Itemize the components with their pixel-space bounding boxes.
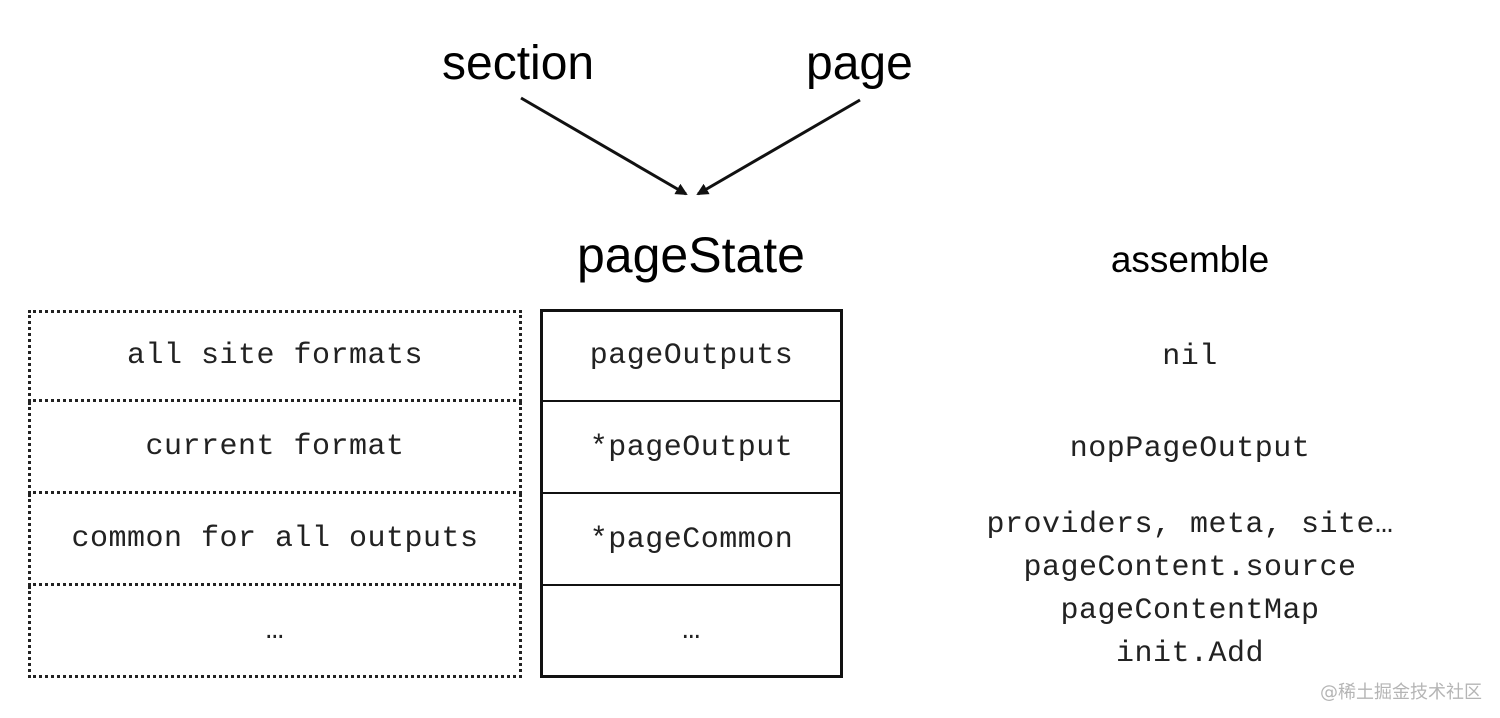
assemble-line: providers, meta, site… xyxy=(986,508,1394,542)
pagestate-struct-box: pageOutputs *pageOutput *pageCommon … xyxy=(540,309,843,678)
section-label: section xyxy=(442,37,595,90)
assemble-value-common-list: providers, meta, site… pageContent.sourc… xyxy=(940,504,1440,676)
assemble-line: pageContent.source xyxy=(1023,551,1357,585)
field-ellipsis: … xyxy=(682,613,701,648)
assemble-line: init.Add xyxy=(1115,637,1265,671)
pagestate-title: pageState xyxy=(577,227,805,283)
assemble-value-nil: nil xyxy=(1162,340,1218,374)
left-cell-ellipsis: … xyxy=(28,586,522,678)
left-cell-current-format: current format xyxy=(28,402,522,494)
assemble-value-nop-page-output: nopPageOutput xyxy=(1069,432,1311,466)
format-scope-column: all site formats current format common f… xyxy=(28,310,522,678)
page-label: page xyxy=(806,37,913,90)
left-cell-common-outputs: common for all outputs xyxy=(28,494,522,586)
left-cell-all-site-formats: all site formats xyxy=(28,310,522,402)
watermark-text: @稀土掘金技术社区 xyxy=(1320,682,1482,703)
field-page-common: *pageCommon xyxy=(543,496,840,586)
field-page-outputs: pageOutputs xyxy=(543,312,840,402)
section-to-pagestate-arrow xyxy=(520,96,688,196)
assemble-line: pageContentMap xyxy=(1060,594,1320,628)
field-page-output: *pageOutput xyxy=(543,404,840,494)
page-to-pagestate-arrow xyxy=(696,98,861,196)
assemble-title: assemble xyxy=(1110,239,1270,280)
